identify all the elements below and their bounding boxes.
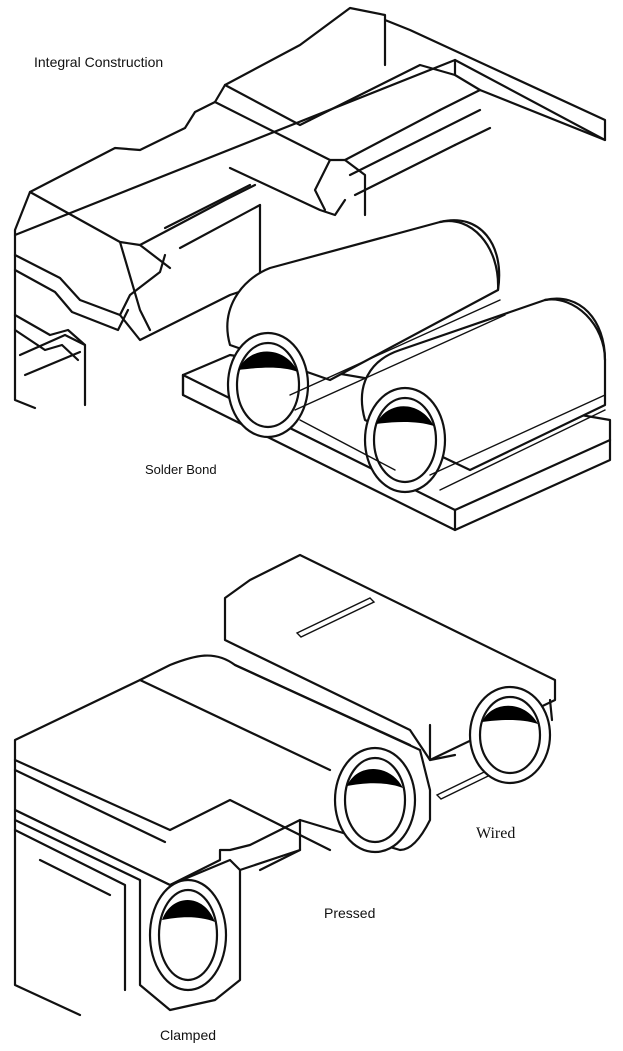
label-clamped: Clamped bbox=[160, 1027, 217, 1043]
integral-top-surface bbox=[13, 6, 607, 237]
integral-construction-illustration bbox=[13, 6, 607, 410]
solder-bond-illustration bbox=[181, 219, 612, 532]
label-solder-bond: Solder Bond bbox=[145, 462, 217, 477]
wire-slot bbox=[295, 597, 376, 638]
label-wired: Wired bbox=[476, 825, 516, 842]
wired-plate bbox=[223, 553, 557, 762]
label-pressed: Pressed bbox=[324, 905, 376, 921]
pressed-sheet bbox=[13, 654, 432, 887]
clamped-pressed-wired-illustration bbox=[13, 553, 557, 1017]
label-integral-construction: Integral Construction bbox=[34, 54, 164, 70]
